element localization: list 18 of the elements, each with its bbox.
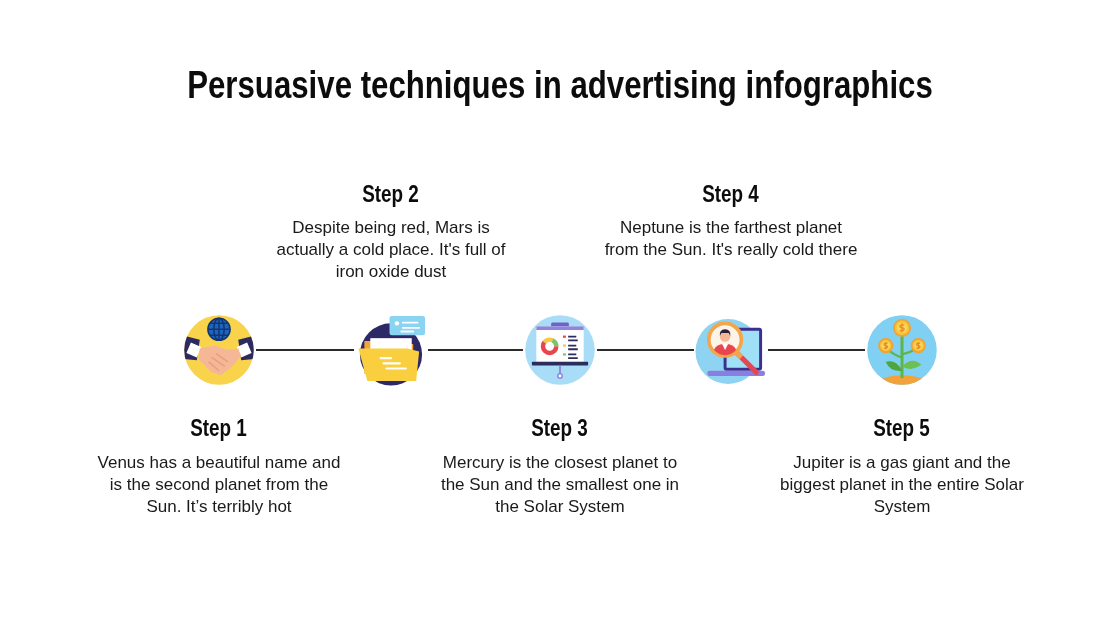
step-description: Neptune is the farthest planet from the Sun. It's really cold there [603, 217, 859, 261]
presentation-board-icon [523, 313, 597, 387]
step-heading: Step 3 [531, 414, 589, 442]
money-plant-icon [865, 313, 939, 387]
step-description: Despite being red, Mars is actually a cold place. It's full of iron oxide dust [275, 217, 507, 283]
connector-line [767, 349, 866, 351]
diagram-title: Persuasive techniques in advertising infographics [187, 62, 933, 108]
connector-line [427, 349, 524, 351]
step-heading: Step 4 [702, 180, 760, 208]
handshake-globe-icon [182, 313, 256, 387]
connector-line [596, 349, 695, 351]
connector-line [255, 349, 355, 351]
step-description: Jupiter is a gas giant and the biggest planet in the entire Solar System [779, 452, 1025, 518]
step-heading: Step 1 [190, 414, 248, 442]
step-description: Mercury is the closest planet to the Sun and the smallest one in the Solar System [439, 452, 681, 518]
step-description: Venus has a beautiful name and is the second planet from the Sun. It’s terribly hot [96, 452, 342, 518]
step-heading: Step 5 [873, 414, 931, 442]
step-heading: Step 2 [362, 180, 420, 208]
